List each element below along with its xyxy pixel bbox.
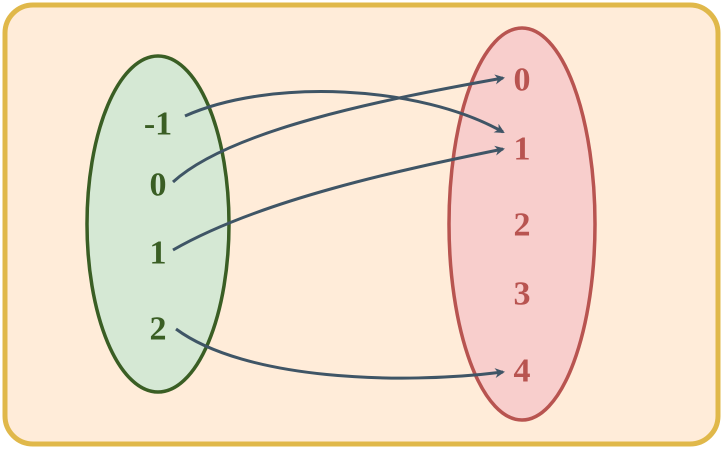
arrow-1-to-1 (172, 145, 505, 252)
arrow-0-to-0 (171, 74, 505, 184)
arrow-2-to-4 (175, 327, 505, 380)
codomain-element: 0 (514, 62, 531, 99)
domain-element: 2 (150, 311, 167, 348)
codomain-labels: 0 1 2 3 4 (514, 62, 531, 390)
codomain-element: 4 (514, 353, 531, 390)
domain-element: -1 (144, 106, 172, 143)
codomain-element: 2 (514, 207, 531, 244)
domain-element: 1 (150, 235, 167, 272)
codomain-element: 3 (514, 276, 531, 313)
codomain-set (447, 26, 597, 422)
arrow-neg1-to-1 (184, 90, 505, 134)
codomain-element: 1 (514, 131, 531, 168)
domain-element: 0 (150, 167, 167, 204)
mapping-arrows (171, 74, 505, 380)
domain-labels: -1 0 1 2 (144, 106, 172, 348)
